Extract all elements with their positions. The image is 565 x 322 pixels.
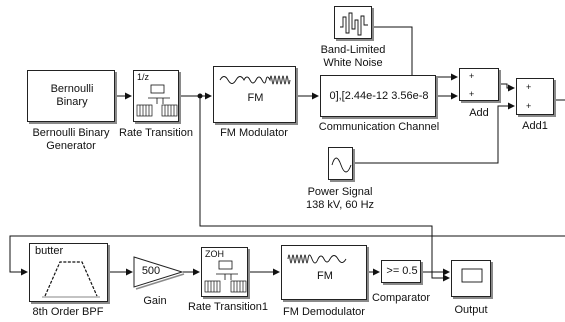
rate-transition1-block[interactable]: ZOH <box>201 247 248 297</box>
add1-port1: + <box>526 82 532 92</box>
noise-label-line2: White Noise <box>323 57 383 69</box>
add1-block[interactable]: + + <box>516 78 554 115</box>
add-block[interactable]: + + <box>459 68 499 101</box>
fm-demodulator-label: FM Demodulator <box>283 306 365 318</box>
add-port2: + <box>469 89 475 99</box>
gain-label: Gain <box>143 295 167 307</box>
add1-port2: + <box>526 101 532 111</box>
fm-modulator-block[interactable]: FM <box>213 66 296 123</box>
noise-label-line1: Band-Limited <box>320 44 386 56</box>
fm-modulator-inner: FM <box>247 92 264 104</box>
rate-transition1-inner: ZOH <box>205 249 224 259</box>
wire-power-add1 <box>354 102 515 164</box>
add-label: Add <box>469 107 489 119</box>
rate-transition-inner: 1/z <box>137 72 150 82</box>
bandpass-icon <box>42 261 100 298</box>
bernoulli-label-line1: Bernoulli Binary <box>32 127 110 139</box>
bernoulli-label-line2: Generator <box>46 140 96 152</box>
sine-wave-icon <box>331 157 352 173</box>
wire-feedback-bpf <box>9 235 565 276</box>
rate-transition1-icon <box>204 260 247 293</box>
fm-modulator-label: FM Modulator <box>220 127 288 139</box>
channel-block[interactable]: 0],[2.44e-12 3.56e-8 <box>320 75 436 117</box>
noise-block[interactable] <box>334 6 372 39</box>
bernoulli-inner-line1: Bernoulli <box>50 83 94 95</box>
wire-branch-output <box>199 96 450 282</box>
gain-inner: 500 <box>141 265 161 277</box>
comparator-block[interactable]: >= 0.5 <box>381 260 421 283</box>
output-block[interactable] <box>451 260 491 297</box>
comparator-label: Comparator <box>371 292 431 304</box>
bpf-label: 8th Order BPF <box>32 306 104 318</box>
rate-transition-icon <box>136 84 178 117</box>
modulated-wave-icon <box>219 75 291 85</box>
gain-block[interactable] <box>133 256 185 290</box>
wire-add-add1 <box>500 83 515 92</box>
power-signal-label-line1: Power Signal <box>307 186 373 198</box>
scope-icon <box>461 268 483 283</box>
bpf-inner: butter <box>35 245 64 257</box>
add1-label: Add1 <box>522 120 548 132</box>
bpf-block[interactable]: butter <box>29 243 108 302</box>
output-label: Output <box>454 304 488 316</box>
channel-inner: 0],[2.44e-12 3.56e-8 <box>329 90 429 102</box>
bernoulli-block[interactable]: Bernoulli Binary <box>27 70 115 122</box>
channel-label: Communication Channel <box>318 121 440 133</box>
demod-wave-icon <box>287 254 347 264</box>
power-signal-block[interactable] <box>328 147 353 180</box>
power-signal-label-line2: 138 kV, 60 Hz <box>305 199 375 211</box>
rate-transition-block[interactable]: 1/z <box>133 70 179 122</box>
fm-demodulator-block[interactable]: FM <box>281 245 367 300</box>
comparator-inner: >= 0.5 <box>386 265 418 277</box>
add-port1: + <box>469 71 475 81</box>
rate-transition-label: Rate Transition <box>119 127 193 139</box>
bernoulli-inner-line2: Binary <box>56 96 88 108</box>
rate-transition1-label: Rate Transition1 <box>187 301 269 313</box>
fm-demodulator-inner: FM <box>317 270 333 282</box>
noise-icon <box>340 12 368 36</box>
